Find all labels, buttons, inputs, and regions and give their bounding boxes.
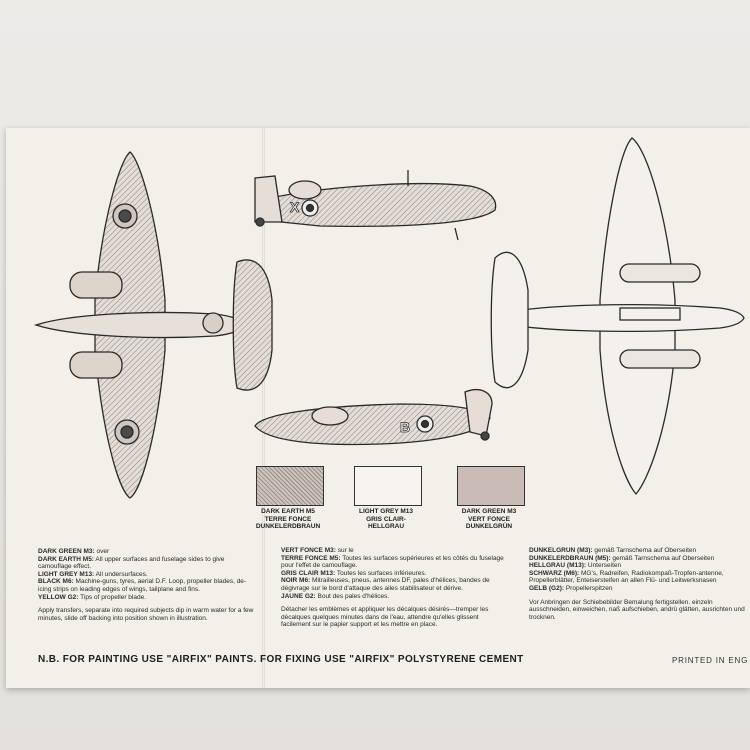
english-paint-notes: DARK GREEN M3: over DARK EARTH M5: All u… xyxy=(38,548,254,628)
french-paint-notes: VERT FONCE M3: sur le TERRE FONCE M5: To… xyxy=(281,547,506,635)
german-transfer-note: Vor Anbringen der Schiebebilder Bemalung… xyxy=(529,598,745,621)
german-colour-list: DUNKELGRÜN (M3): gemäß Tarnschema auf Ob… xyxy=(529,547,724,592)
sheet-fold xyxy=(262,128,265,688)
english-transfer-note: Apply transfers, separate into required … xyxy=(38,607,254,622)
french-colour-list: VERT FONCE M3: sur le TERRE FONCE M5: To… xyxy=(281,547,504,600)
printed-in-note: PRINTED IN ENG xyxy=(672,656,749,665)
side-view-aircraft-bottom xyxy=(254,389,493,446)
nb-footer-note: N.B. FOR PAINTING USE "AIRFIX" PAINTS. F… xyxy=(38,654,524,665)
top-view-aircraft xyxy=(33,151,273,499)
side-view-aircraft-top xyxy=(254,170,497,241)
english-colour-list: DARK GREEN M3: over DARK EARTH M5: All u… xyxy=(38,548,247,601)
swatch-dark-earth xyxy=(256,466,324,506)
bottom-view-aircraft xyxy=(490,137,745,495)
swatch-light-grey xyxy=(354,466,422,506)
decal-letter-bottom: B xyxy=(400,419,410,435)
decal-letter-top: X xyxy=(290,199,300,215)
swatch-dark-green xyxy=(457,466,525,506)
french-transfer-note: Détacher les emblèmes et appliquer les d… xyxy=(281,606,489,629)
german-paint-notes: DUNKELGRÜN (M3): gemäß Tarnschema auf Ob… xyxy=(529,547,747,627)
